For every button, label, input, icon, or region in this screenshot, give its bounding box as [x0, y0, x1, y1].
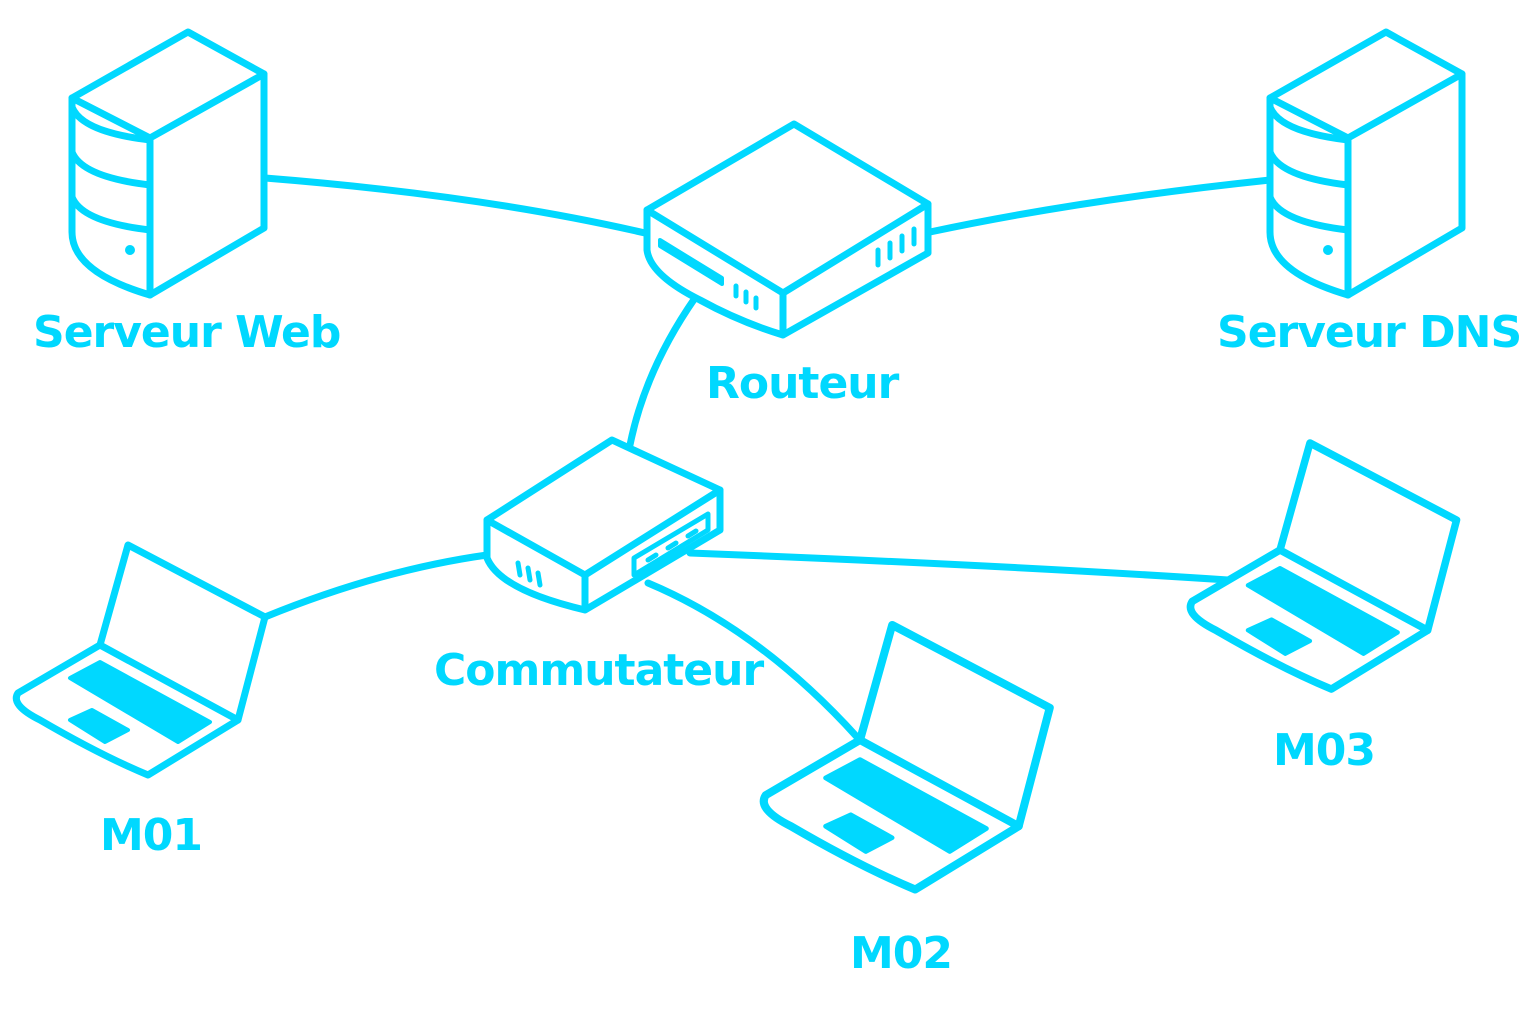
- link-switch-m01: [261, 551, 491, 621]
- m02-label: M02: [850, 928, 952, 979]
- link-router-switch: [626, 294, 699, 449]
- switch[interactable]: Commutateur: [434, 436, 765, 696]
- laptop-icon: [764, 625, 1050, 890]
- link-switch-m03: [686, 549, 1232, 584]
- dns-server-label: Serveur DNS: [1217, 307, 1521, 358]
- web-server[interactable]: Serveur Web: [33, 32, 341, 358]
- dns-server[interactable]: Serveur DNS: [1217, 32, 1522, 358]
- m03-label: M03: [1273, 725, 1375, 776]
- switch-label: Commutateur: [434, 645, 764, 696]
- laptop-m01[interactable]: M01: [16, 545, 265, 861]
- web-server-label: Serveur Web: [33, 307, 340, 358]
- switch-icon: [483, 436, 724, 614]
- laptop-icon: [1190, 443, 1456, 689]
- router-icon: [643, 120, 932, 339]
- link-router-dns: [926, 176, 1274, 236]
- laptop-m02[interactable]: M02: [764, 625, 1050, 979]
- laptop-m03[interactable]: M03: [1190, 443, 1456, 776]
- server-icon: [1270, 32, 1462, 295]
- server-icon: [72, 32, 264, 295]
- link-web-router: [261, 174, 649, 237]
- router-label: Routeur: [706, 358, 900, 409]
- m01-label: M01: [100, 810, 202, 861]
- link-switch-m02: [644, 579, 861, 741]
- laptop-icon: [16, 545, 265, 775]
- links: [261, 174, 1274, 741]
- router[interactable]: Routeur: [643, 120, 932, 409]
